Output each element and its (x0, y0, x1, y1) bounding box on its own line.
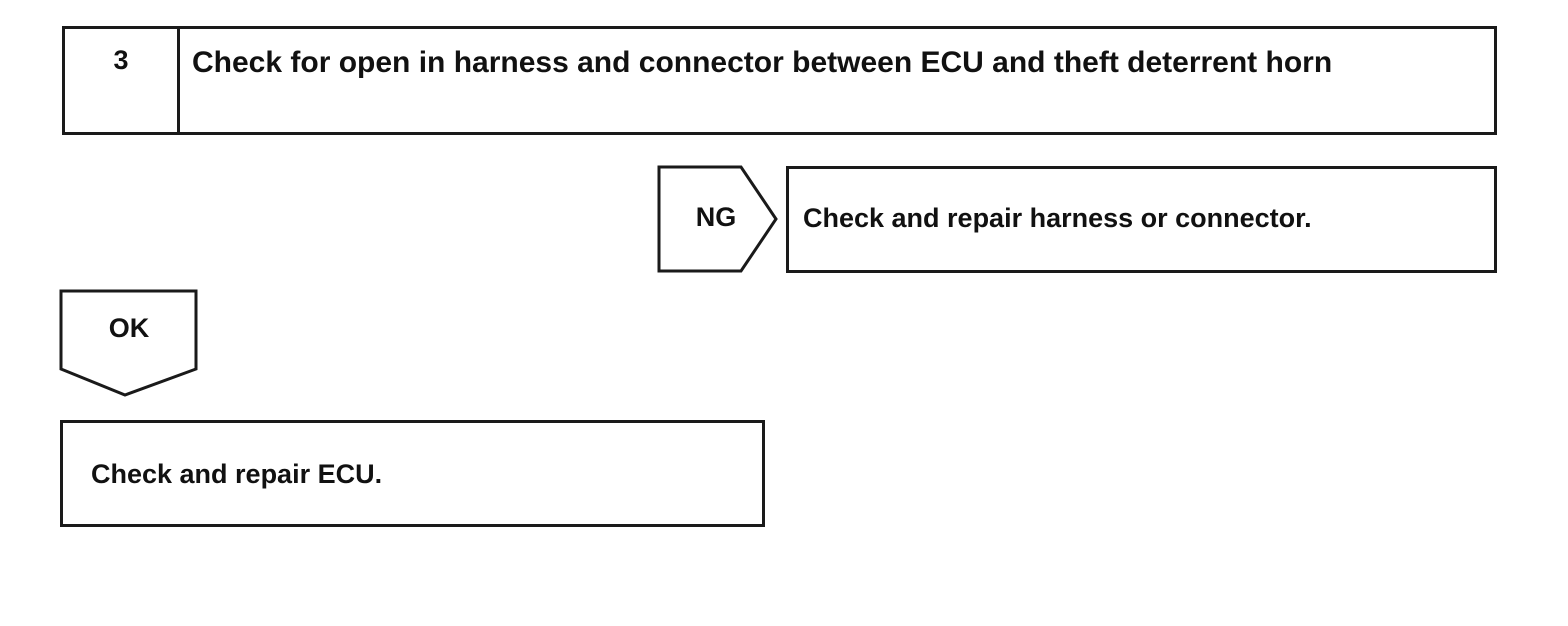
step-number: 3 (113, 45, 129, 75)
ng-arrow-shape (657, 165, 778, 273)
step-title: Check for open in harness and connector … (192, 46, 1333, 79)
ng-label: NG (695, 202, 737, 232)
ok-result-text: Check and repair ECU. (91, 459, 383, 489)
ng-result-text: Check and repair harness or connector. (803, 203, 1312, 233)
ok-arrow-shape (59, 289, 198, 397)
ok-result-box: Check and repair ECU. (60, 420, 765, 527)
step-divider (177, 29, 180, 132)
ok-label: OK (108, 313, 150, 343)
ng-result-box: Check and repair harness or connector. (786, 166, 1497, 273)
step-box: 3 Check for open in harness and connecto… (62, 26, 1497, 135)
